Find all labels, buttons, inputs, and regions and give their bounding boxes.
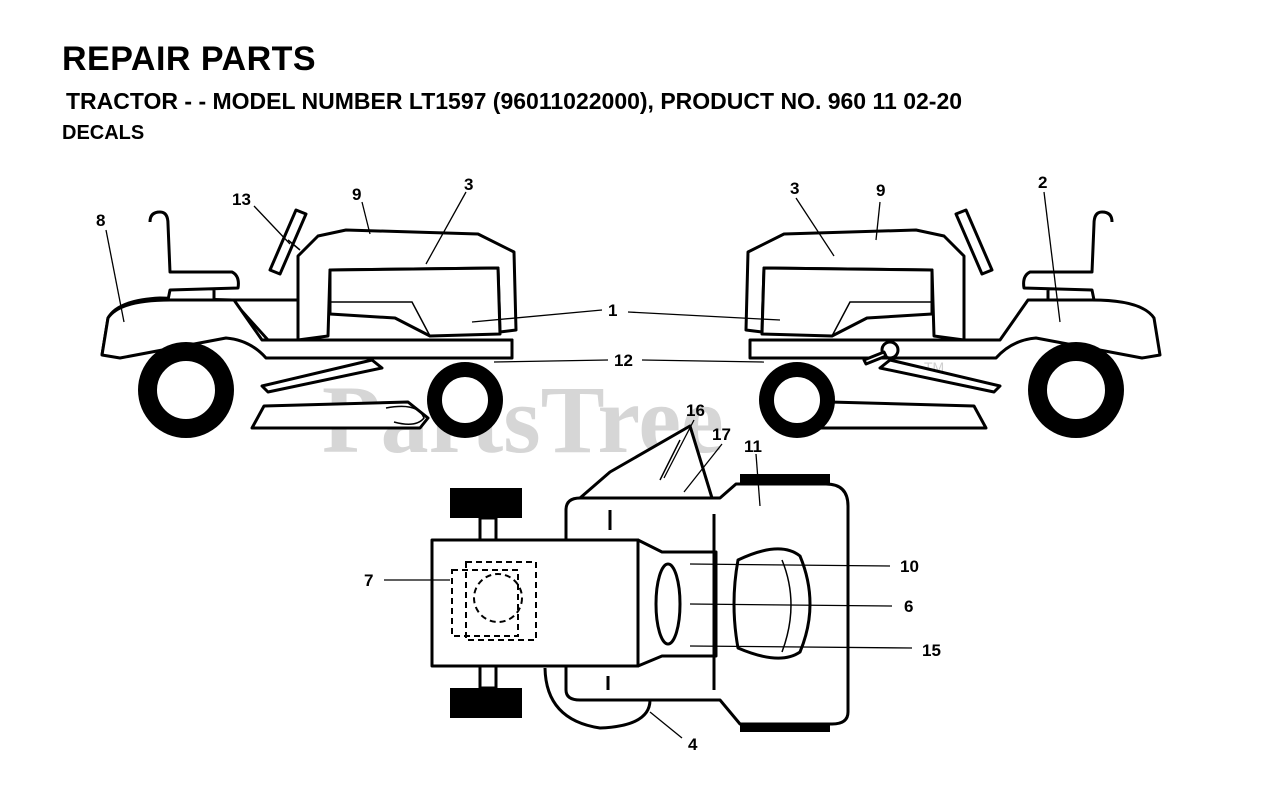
page-title: REPAIR PARTS bbox=[62, 40, 317, 78]
callout-6: 6 bbox=[904, 597, 913, 616]
tractor-right-side-view bbox=[744, 208, 1162, 438]
front-wheel-top-left bbox=[450, 488, 522, 518]
callout-1: 1 bbox=[608, 301, 617, 320]
callout-10: 10 bbox=[900, 557, 919, 576]
callout-12: 12 bbox=[614, 351, 633, 370]
callout-4: 4 bbox=[688, 735, 698, 754]
callout-2: 2 bbox=[1038, 173, 1047, 192]
callout-3-right: 3 bbox=[790, 179, 799, 198]
callout-3-left: 3 bbox=[464, 175, 473, 194]
callout-9-right: 9 bbox=[876, 181, 885, 200]
leader-lines bbox=[105, 191, 1061, 739]
tractor-left-side-view bbox=[100, 208, 518, 438]
callout-9-left: 9 bbox=[352, 185, 361, 204]
callout-13: 13 bbox=[232, 190, 251, 209]
seat-left bbox=[148, 210, 240, 302]
callouts: 8 13 9 3 3 9 2 1 12 16 17 11 7 10 6 15 4 bbox=[96, 173, 1047, 754]
callout-11: 11 bbox=[744, 437, 762, 456]
section-heading: DECALS bbox=[62, 122, 145, 144]
front-wheel-top-right bbox=[450, 688, 522, 718]
seat-top bbox=[732, 547, 812, 660]
hood-decal-outline bbox=[451, 569, 519, 637]
model-subtitle: TRACTOR - - MODEL NUMBER LT1597 (9601102… bbox=[66, 88, 963, 114]
callout-17: 17 bbox=[712, 425, 731, 444]
callout-8: 8 bbox=[96, 211, 105, 230]
callout-16: 16 bbox=[686, 401, 705, 420]
callout-15: 15 bbox=[922, 641, 941, 660]
callout-7: 7 bbox=[364, 571, 373, 590]
